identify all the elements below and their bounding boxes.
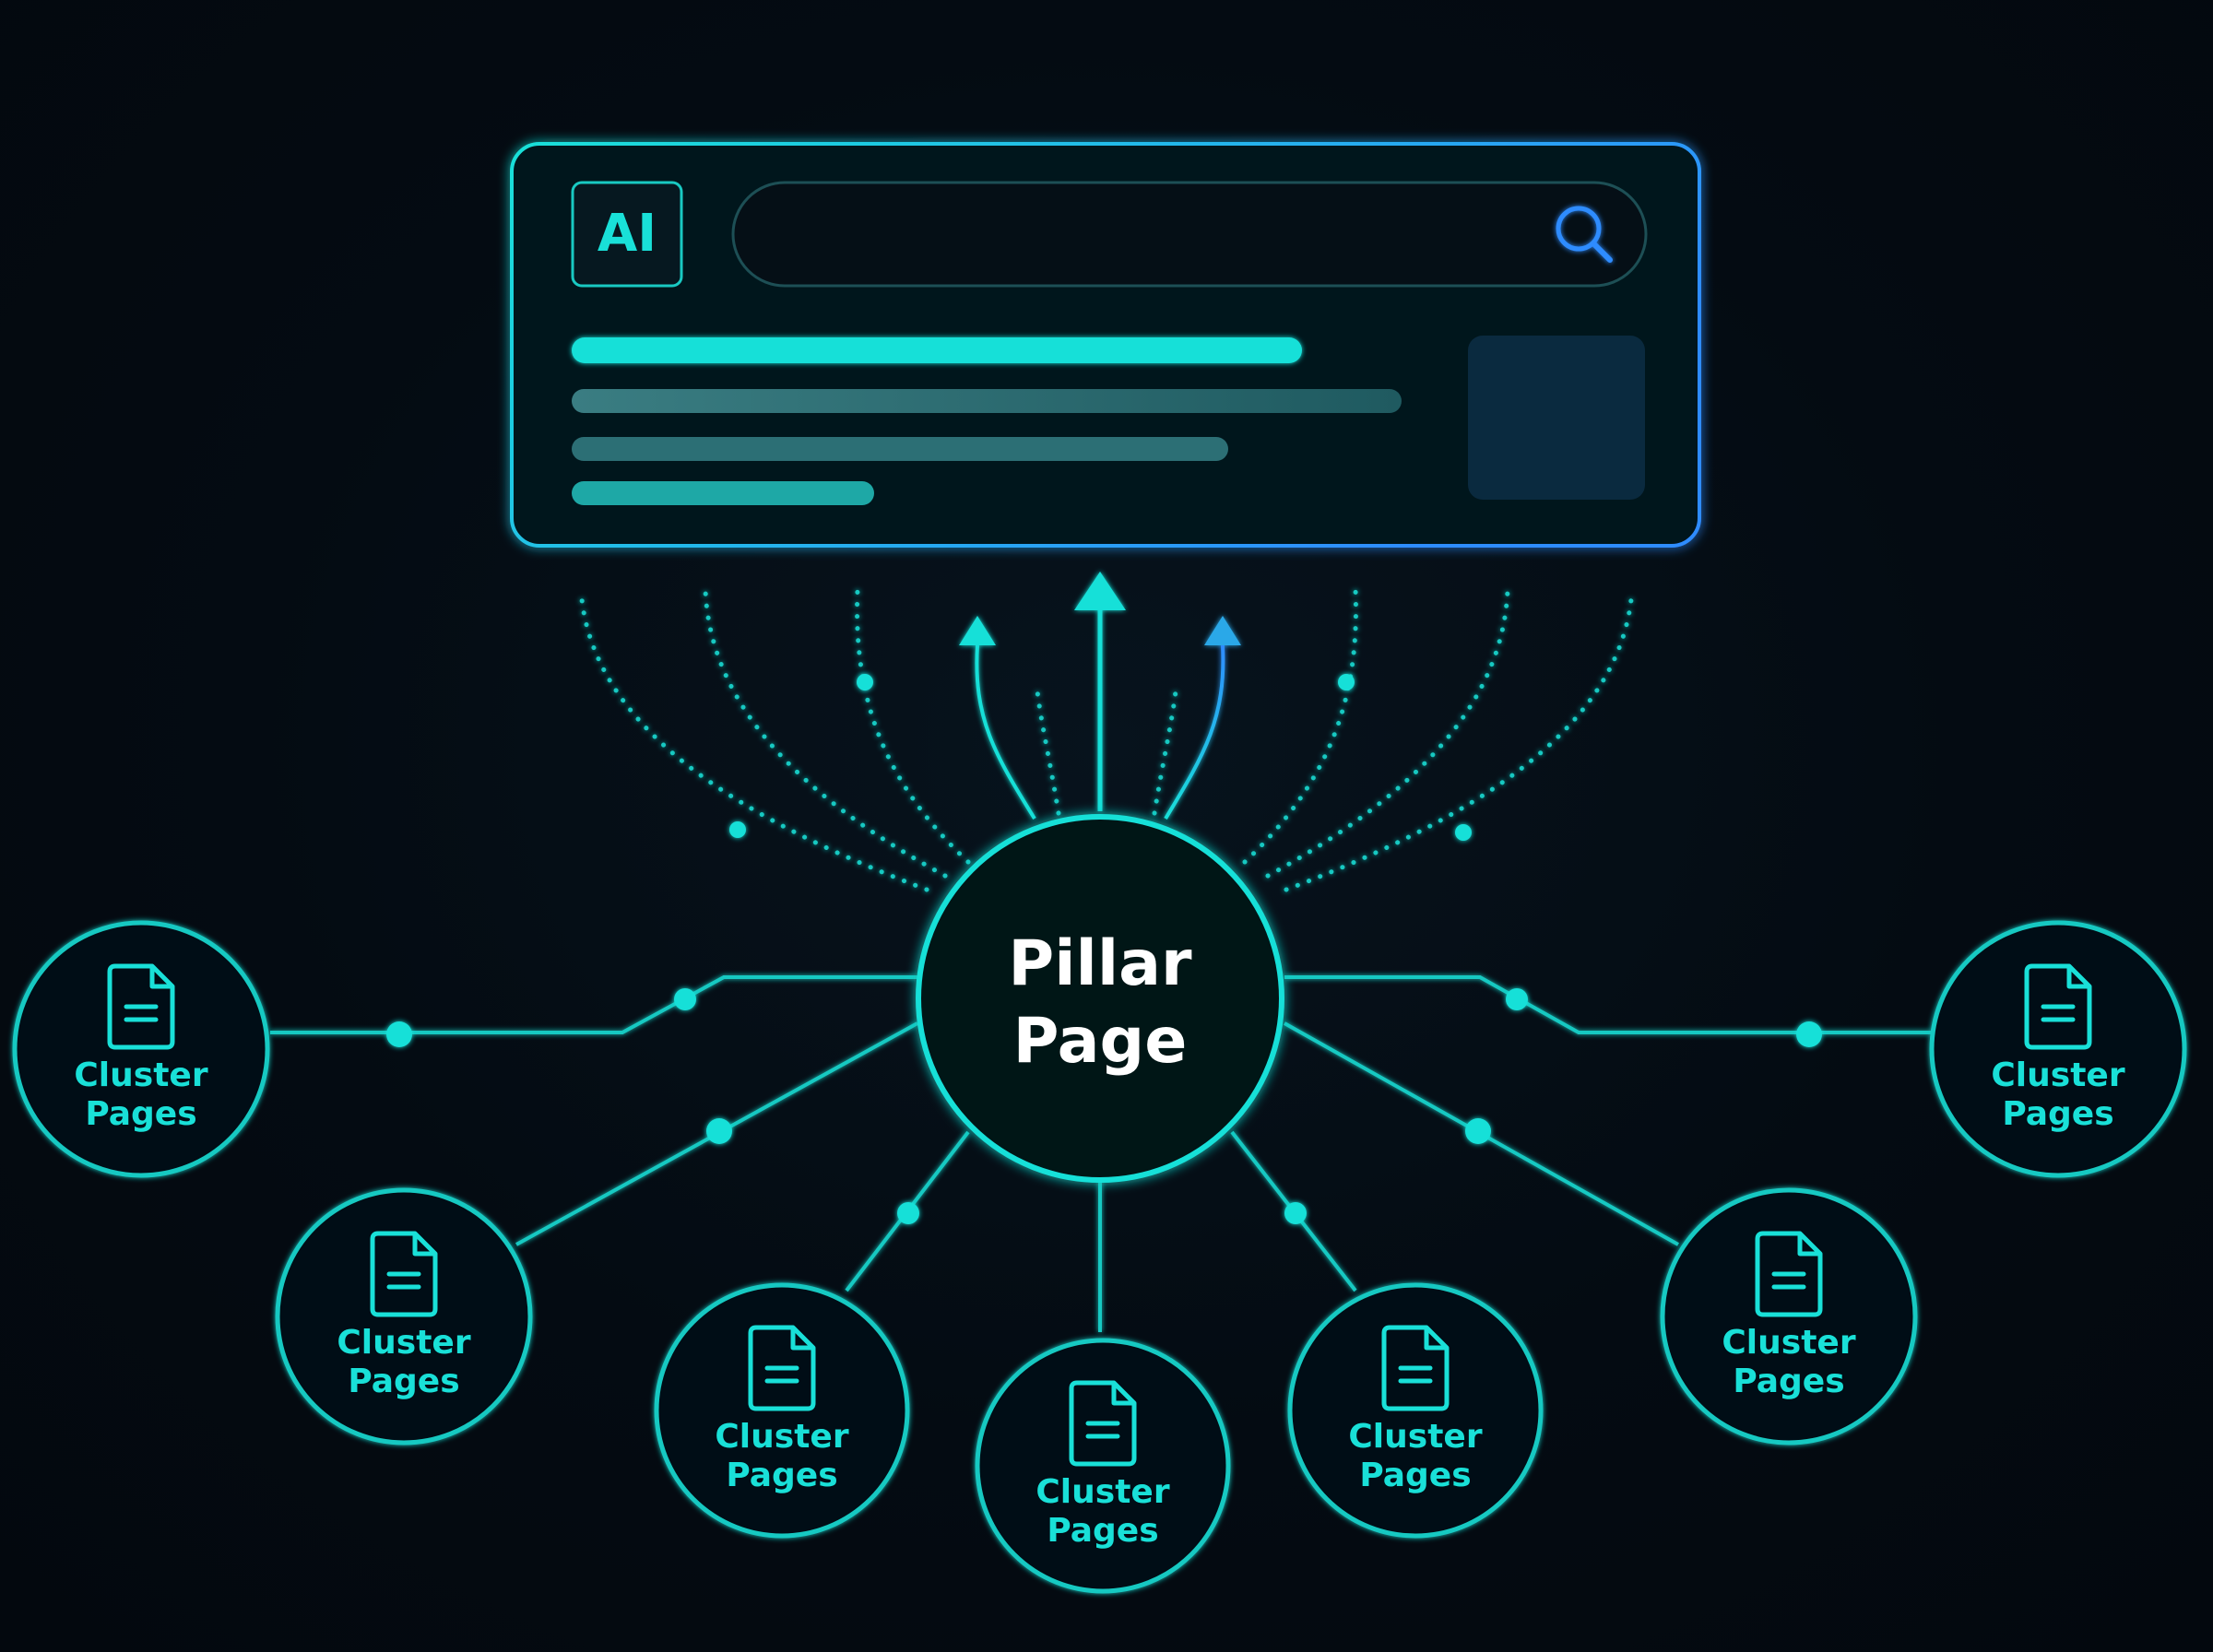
up-arrow-icon [1204,616,1241,645]
up-arrow-icon [959,616,996,645]
cluster-label-line1: Cluster [1348,1418,1482,1456]
cluster-label-line1: Cluster [1991,1056,2124,1094]
cluster-label-line2: Pages [1733,1363,1844,1400]
cluster-label-line2: Pages [726,1457,837,1494]
result-line-bar [572,437,1228,461]
document-icon [107,963,175,1050]
cluster-label-line1: Cluster [337,1324,470,1362]
search-input[interactable] [731,181,1648,288]
result-thumbnail [1468,336,1645,500]
document-icon [1069,1380,1137,1467]
stream-nodes [729,674,1472,841]
ai-search-card: AI [510,142,1701,548]
cluster-label-line2: Pages [85,1095,196,1133]
data-streams [578,587,1635,892]
document-icon [2024,963,2092,1050]
pillar-label-line2: Page [1013,1005,1188,1078]
connector-nodes [386,988,1822,1224]
cluster-label-line2: Pages [1359,1457,1471,1494]
up-arrow-icon [1074,572,1126,610]
result-line-bar [572,481,874,505]
document-icon [1381,1325,1450,1411]
document-icon [748,1325,816,1411]
cluster-label-line2: Pages [1047,1512,1158,1550]
ai-badge: AI [571,181,683,288]
result-line-bar [572,389,1402,413]
cluster-label-line2: Pages [2002,1095,2113,1133]
cluster-label-line1: Cluster [1035,1473,1169,1511]
cluster-label-line2: Pages [348,1363,459,1400]
left-arrow [975,644,1036,820]
pillar-label-line1: Pillar [1008,927,1192,1000]
right-arrow [1164,644,1225,820]
ranking-arrows [959,572,1241,820]
document-icon [1755,1231,1823,1317]
cluster-label-line1: Cluster [1722,1324,1855,1362]
pillar-page-node[interactable]: Pillar Page [916,814,1284,1183]
ai-badge-label: AI [598,204,657,264]
cluster-label-line1: Cluster [715,1418,848,1456]
result-title-bar [572,337,1302,363]
search-icon[interactable] [1556,206,1613,263]
cluster-label-line1: Cluster [74,1056,207,1094]
document-icon [370,1231,438,1317]
